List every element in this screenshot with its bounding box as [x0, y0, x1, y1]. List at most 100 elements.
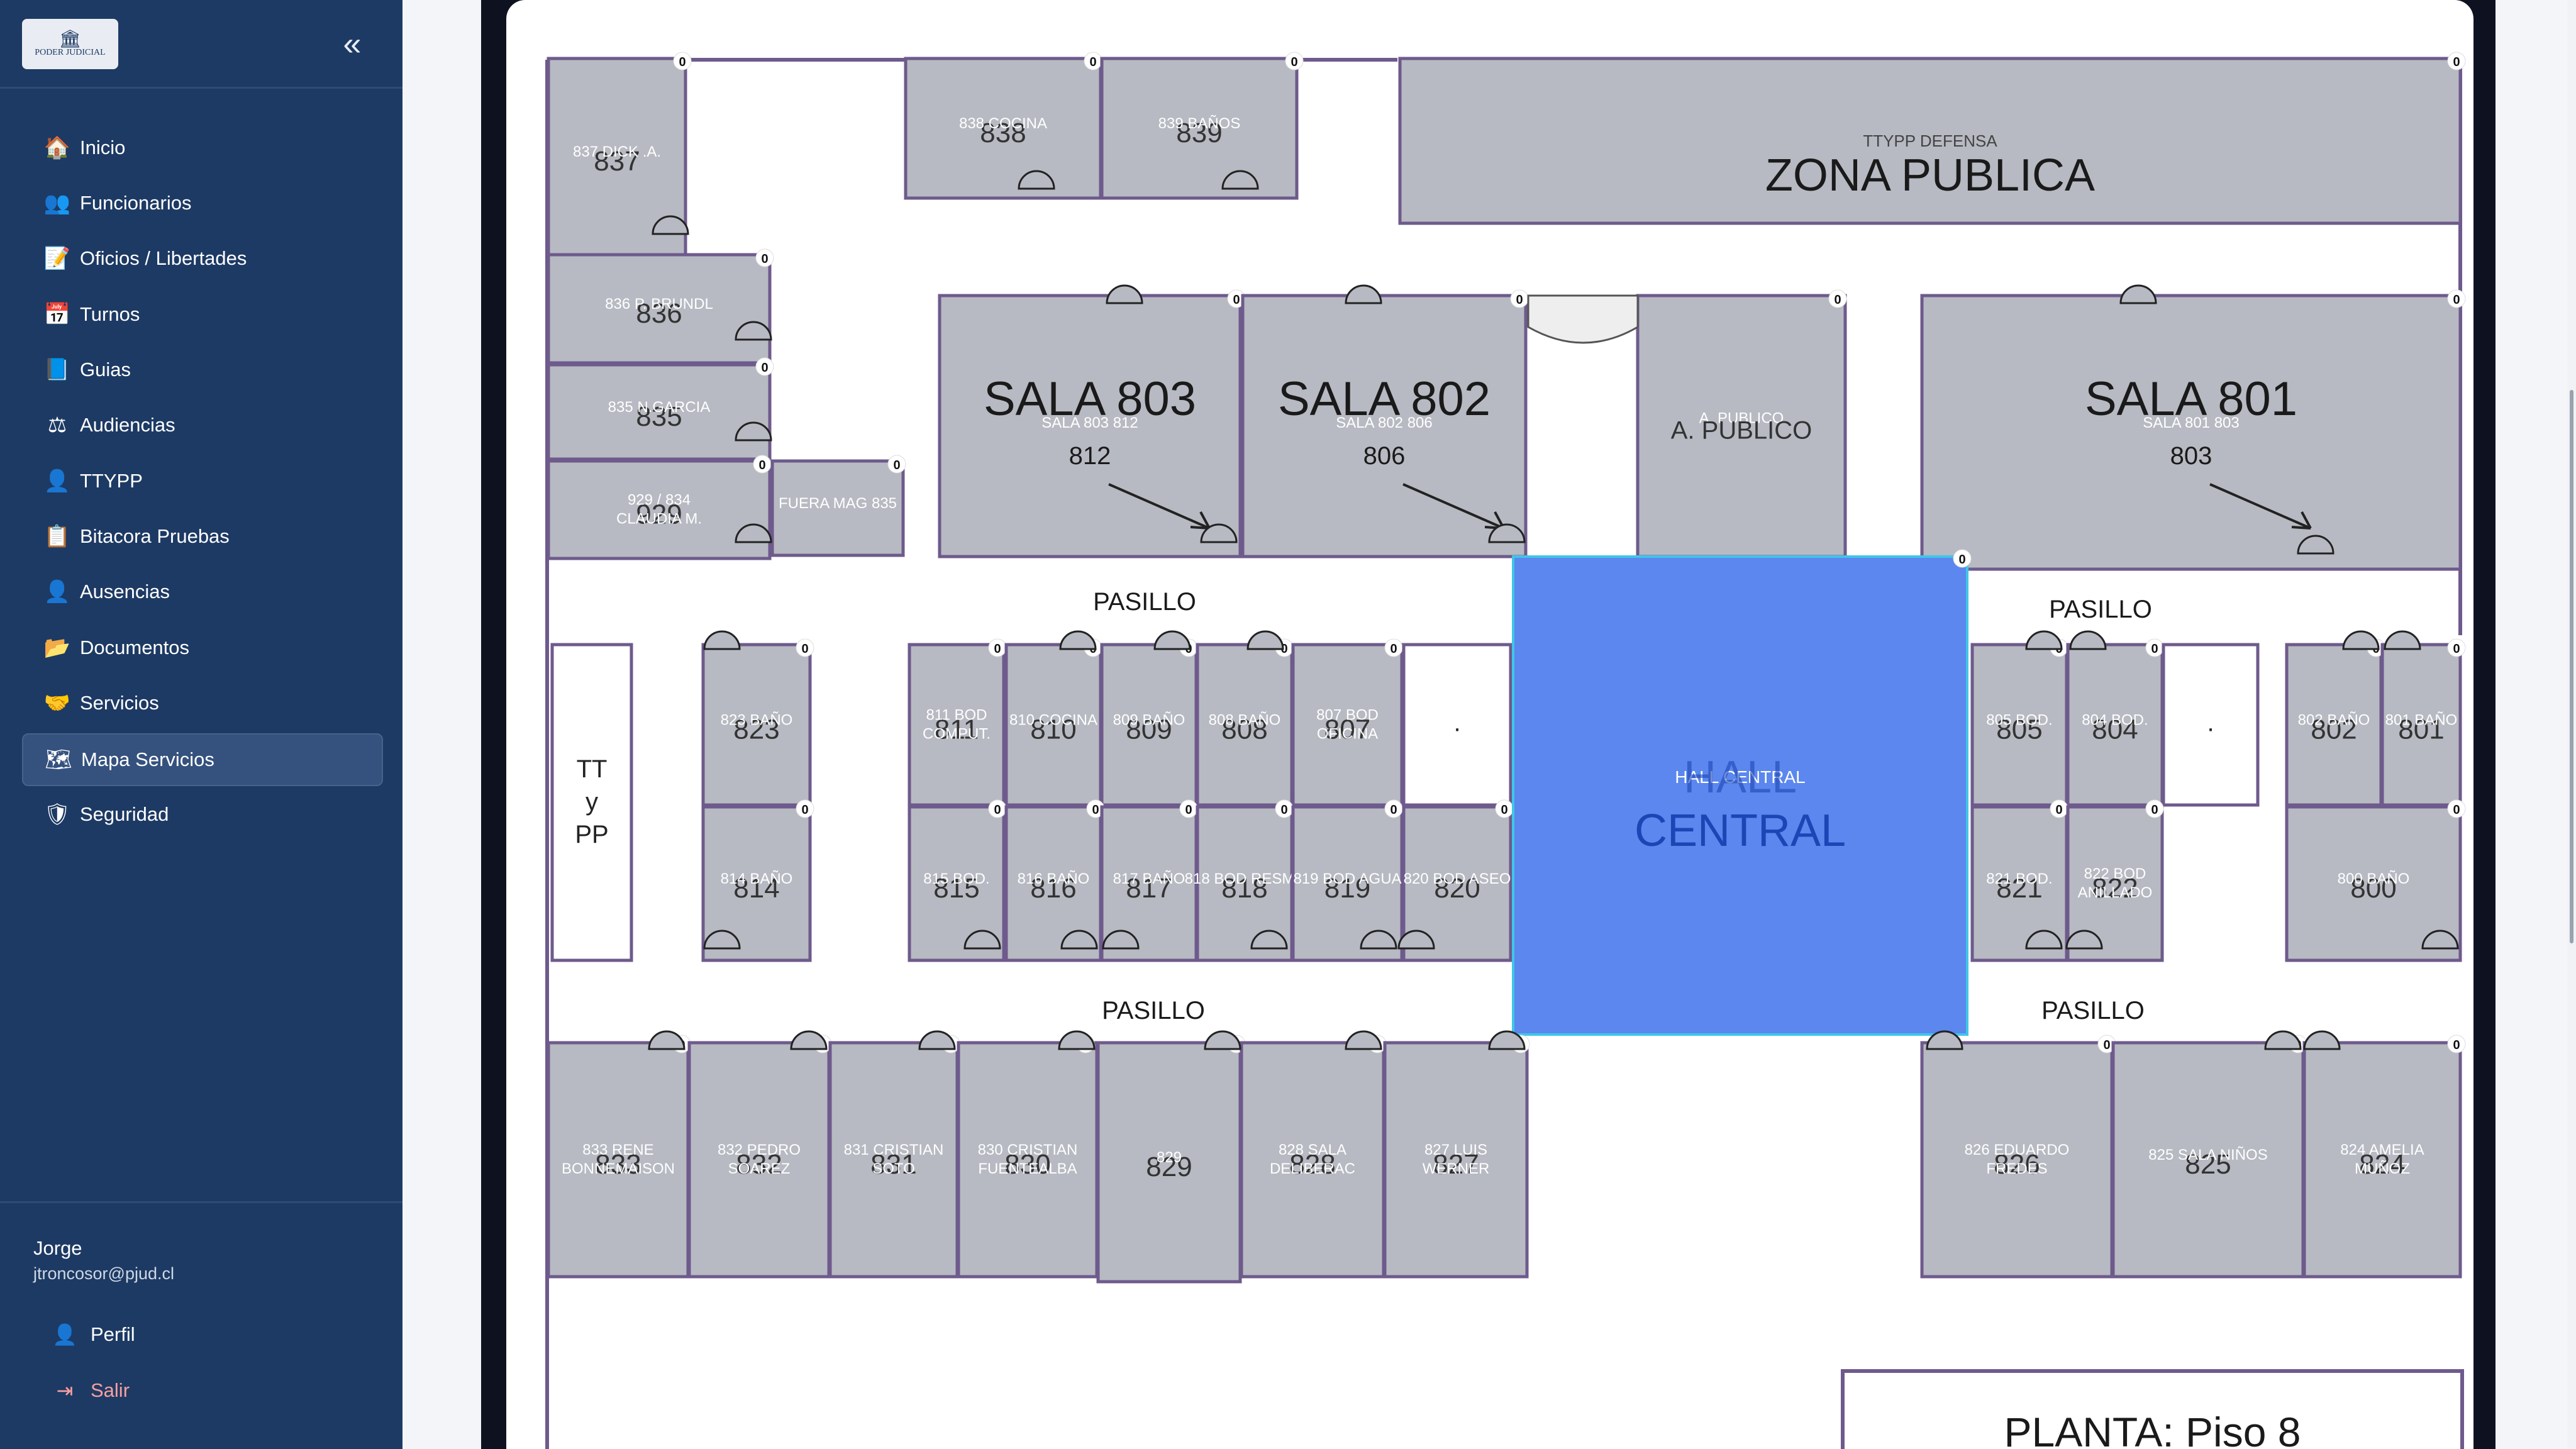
- room-828[interactable]: [1240, 1041, 1385, 1279]
- door-arc: [1204, 1030, 1241, 1050]
- room-811[interactable]: [908, 643, 1006, 807]
- sidebar-item-guias[interactable]: 📘 Guias: [22, 345, 380, 395]
- room-badge: [755, 357, 774, 376]
- room-zona-publica[interactable]: [1398, 57, 2462, 225]
- room-badge-count: 0: [2453, 803, 2460, 817]
- sidebar-item-audiencias[interactable]: ⚖ Audiencias: [22, 400, 380, 450]
- room-838[interactable]: [904, 57, 1102, 200]
- book-icon: 📘: [43, 358, 71, 382]
- corridor-label: PASILLO: [2041, 997, 2145, 1024]
- collapse-sidebar-button[interactable]: «: [336, 25, 368, 63]
- room-fuera-mag[interactable]: [770, 459, 905, 557]
- room-badge-count: 0: [1516, 293, 1523, 307]
- room-824[interactable]: [2302, 1041, 2462, 1279]
- door-arc: [2297, 535, 2334, 555]
- sidebar-item-mapa-servicios[interactable]: 🗺Mapa Servicios: [22, 733, 383, 786]
- room-805[interactable]: [1970, 643, 2068, 807]
- room-829[interactable]: [1096, 1041, 1242, 1284]
- room-a-publico[interactable]: [1636, 294, 1847, 558]
- room-802[interactable]: [2285, 643, 2383, 807]
- room-big-label: 817: [1126, 873, 1172, 904]
- sidebar-item-label: Guias: [80, 358, 131, 380]
- sidebar-item-seguridad[interactable]: 🛡 Seguridad: [22, 789, 380, 840]
- room-small-label: 821 BOD.: [1986, 870, 2052, 887]
- room-sala-802[interactable]: [1241, 294, 1528, 558]
- room-804[interactable]: [2066, 643, 2164, 807]
- room-810[interactable]: [1004, 643, 1102, 807]
- room-badge: [796, 638, 814, 657]
- profile-link[interactable]: 👤 Perfil: [50, 1316, 135, 1353]
- room-830[interactable]: [957, 1041, 1099, 1279]
- room-ttypp-box[interactable]: [550, 643, 633, 962]
- room-big-label: 820: [1434, 873, 1480, 904]
- room-823[interactable]: [701, 643, 812, 807]
- sidebar-item-servicios[interactable]: 🤝Servicios: [22, 678, 380, 728]
- room-836[interactable]: [547, 253, 772, 365]
- app-logo[interactable]: 🏛 PODER JUDICIAL: [22, 19, 118, 69]
- room-badge: [1953, 549, 1972, 568]
- room-small-label: WERNER: [1423, 1160, 1490, 1177]
- room-807[interactable]: [1291, 643, 1404, 807]
- room-929[interactable]: [547, 459, 772, 560]
- page-scrollbar-thumb[interactable]: [2570, 390, 2573, 943]
- sidebar-item-inicio[interactable]: 🏠Inicio: [22, 123, 380, 173]
- room-825[interactable]: [2111, 1041, 2305, 1279]
- door-arc: [1246, 630, 1284, 650]
- sidebar-item-funcionarios[interactable]: 👥Funcionarios: [22, 178, 380, 228]
- room-big-label: 823: [733, 714, 779, 745]
- sidebar-item-ttypp[interactable]: 👤TTYPP: [22, 456, 380, 506]
- sidebar-item-bitacora-pruebas[interactable]: 📋Bitacora Pruebas: [22, 511, 380, 562]
- sidebar-item-ausencias[interactable]: 👤Ausencias: [22, 567, 380, 617]
- gavel-icon: ⚖: [47, 413, 67, 437]
- room-835[interactable]: [547, 363, 772, 461]
- room-small-label: A. PUBLICO: [1699, 410, 1784, 427]
- room-small-label: 807 BOD: [1316, 707, 1379, 724]
- room-big-label: 808: [1221, 714, 1267, 745]
- room-small-label: 819 BOD AGUA: [1293, 870, 1401, 887]
- door-arc: [703, 930, 741, 950]
- room-small-label: 808 BAÑO: [1209, 712, 1281, 729]
- room-small-label: 810 COCINA: [1009, 712, 1097, 729]
- room-827[interactable]: [1383, 1041, 1529, 1279]
- room-big-label: 832: [736, 1149, 782, 1180]
- room-small-label: 929 / 834: [628, 492, 691, 509]
- logout-link[interactable]: ⇥ Salir: [50, 1372, 130, 1409]
- room-big-label: 831: [870, 1149, 916, 1180]
- sidebar-item-documentos[interactable]: 📂Documentos: [22, 623, 380, 673]
- room-sala-801[interactable]: [1920, 294, 2462, 571]
- room-hall-central[interactable]: [1512, 555, 1968, 1036]
- room-809[interactable]: [1100, 643, 1198, 807]
- room-badge-count: 0: [1233, 293, 1240, 307]
- sidebar-item-oficios-libertades[interactable]: 📝Oficios / Libertades: [22, 233, 380, 284]
- room-small-label: 804 BOD.: [2082, 712, 2148, 729]
- room-832[interactable]: [687, 1041, 831, 1279]
- room-839[interactable]: [1100, 57, 1299, 200]
- room-small-label: 814 BAÑO: [721, 870, 793, 887]
- room-dot-2[interactable]: [2162, 643, 2260, 807]
- room-badge-count: 0: [1089, 55, 1096, 69]
- room-badge-count: 0: [2453, 293, 2460, 307]
- room-badge: [2447, 1035, 2466, 1053]
- room-big-label: 819: [1324, 873, 1370, 904]
- room-badge: [1828, 289, 1847, 308]
- room-833[interactable]: [547, 1041, 690, 1279]
- room-small-label: 811 BOD: [926, 707, 987, 724]
- sidebar-divider: [0, 87, 402, 89]
- sidebar-item-label: Audiencias: [80, 414, 175, 436]
- room-801[interactable]: [2380, 643, 2462, 807]
- door-arc: [2069, 630, 2107, 650]
- sidebar-item-turnos[interactable]: 📅Turnos: [22, 289, 380, 340]
- door-arc: [703, 630, 741, 650]
- shield-icon: 🛡: [43, 802, 71, 826]
- room-small-label: 839 BAÑOS: [1158, 115, 1241, 132]
- room-badge-count: 0: [2103, 1038, 2110, 1052]
- room-badge: [796, 799, 814, 818]
- room-dot-1[interactable]: [1402, 643, 1513, 807]
- room-small-label: 824 AMELIA: [2340, 1141, 2424, 1158]
- room-sala-803[interactable]: [938, 294, 1242, 558]
- room-small-label: 833 RENE: [582, 1141, 653, 1158]
- room-badge-count: 0: [1280, 803, 1287, 817]
- room-small-label: 827 LUIS: [1424, 1141, 1487, 1158]
- room-big-label: 805: [1996, 714, 2042, 745]
- sidebar-item-label: Seguridad: [80, 803, 169, 825]
